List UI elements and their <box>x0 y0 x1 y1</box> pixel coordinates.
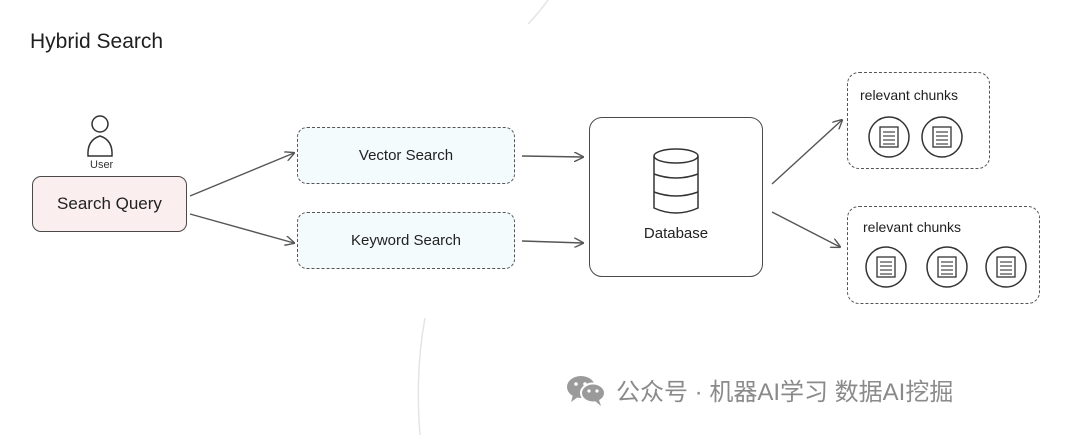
keyword-search-node: Keyword Search <box>297 212 515 269</box>
arrow-database-to-chunks-top <box>771 120 842 185</box>
decorative-arc-top <box>527 0 549 25</box>
user-icon <box>87 115 113 157</box>
database-icon <box>653 148 699 214</box>
relevant-chunks-top-label: relevant chunks <box>860 87 959 103</box>
arrow-keyword-to-database <box>521 241 583 243</box>
document-chunk-icon <box>921 116 963 158</box>
arrow-query-to-keyword <box>189 213 294 243</box>
search-query-node: Search Query <box>32 176 187 232</box>
relevant-chunks-bottom: relevant chunks <box>847 206 1040 304</box>
document-chunk-icon <box>985 246 1027 288</box>
database-label: Database <box>643 225 709 242</box>
search-query-label: Search Query <box>57 194 162 213</box>
wechat-icon <box>567 375 606 406</box>
decorative-arc-bottom <box>417 317 426 435</box>
database-node: Database <box>589 117 763 277</box>
arrow-vector-to-database <box>521 156 583 157</box>
vector-search-node: Vector Search <box>297 127 515 184</box>
user-label: User <box>90 159 114 171</box>
keyword-search-label: Keyword Search <box>350 232 462 249</box>
document-chunk-icon <box>865 246 907 288</box>
relevant-chunks-bottom-label: relevant chunks <box>863 219 962 235</box>
watermark-text: 公众号 · 机器AI学习 数据AI挖掘 <box>616 379 954 406</box>
vector-search-label: Vector Search <box>358 147 454 164</box>
arrow-query-to-vector <box>189 153 294 197</box>
watermark: 公众号 · 机器AI学习 数据AI挖掘 <box>566 372 953 407</box>
arrow-database-to-chunks-bottom <box>771 211 840 247</box>
diagram-title: Hybrid Search <box>30 30 164 53</box>
relevant-chunks-top: relevant chunks <box>847 72 990 169</box>
document-chunk-icon <box>868 116 910 158</box>
document-chunk-icon <box>926 246 968 288</box>
